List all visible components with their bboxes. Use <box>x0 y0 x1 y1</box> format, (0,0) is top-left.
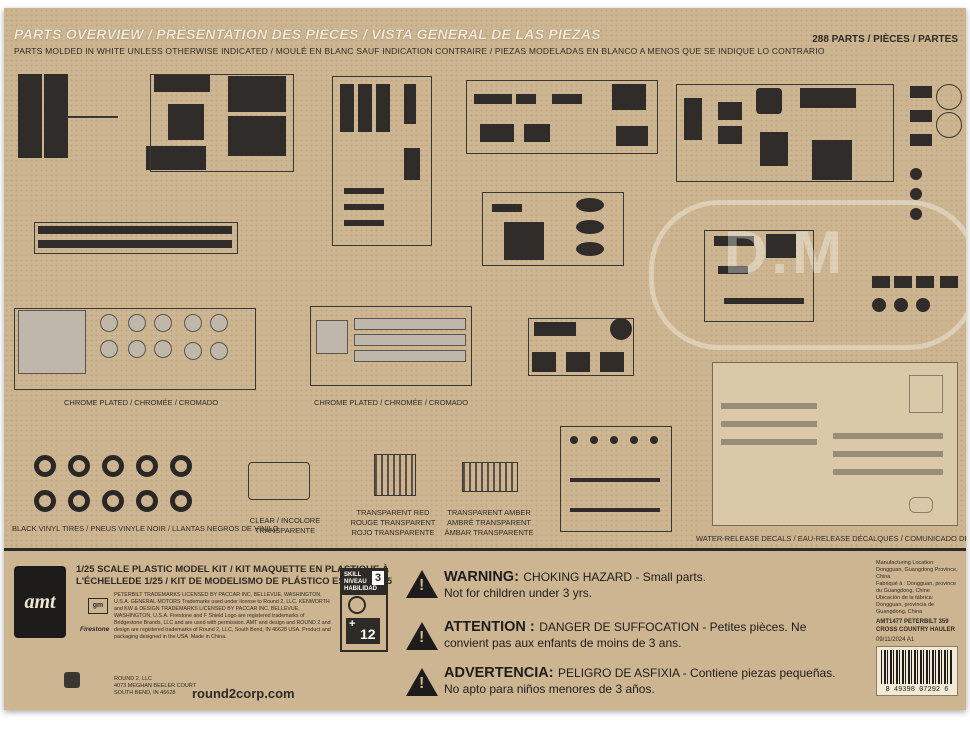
caption-tires: BLACK VINYL TIRES / PNEUS VINYLE NOIR / … <box>12 524 279 533</box>
age-number: 12 <box>360 626 376 642</box>
kit-info-panel <box>4 548 966 710</box>
caption-chrome-2: CHROME PLATED / CHROMÉE / CROMADO <box>314 398 469 407</box>
warning-en-head: WARNING: <box>444 569 519 585</box>
warning-es-head: ADVERTENCIA: <box>444 665 554 681</box>
watermark-text: D.M <box>724 219 846 286</box>
warning-en-text: CHOKING HAZARD - Small parts. <box>523 570 707 584</box>
warning-en-line2: Not for children under 3 yrs. <box>444 586 593 600</box>
round2-logo <box>64 672 80 688</box>
print-date: 09/11/2024 A1 <box>876 637 915 643</box>
attention-triangle-icon <box>406 622 438 650</box>
caption-decals: WATER-RELEASE DECALS / EAU-RELEASE DÉCAL… <box>696 534 966 543</box>
parts-count: 288 PARTS / PIÈCES / PARTES <box>812 34 958 45</box>
kit-title-line2: L'ÉCHELLEDE 1/25 / KIT DE MODELISMO DE P… <box>76 576 392 587</box>
parts-molded-subtitle: PARTS MOLDED IN WHITE UNLESS OTHERWISE I… <box>14 46 825 56</box>
amt-logo: amt <box>14 566 66 638</box>
warning-fr: ATTENTION : DANGER DE SUFFOCATION - Peti… <box>444 618 884 650</box>
kit-title: 1/25 SCALE PLASTIC MODEL KIT / KIT MAQUE… <box>76 564 392 588</box>
firestone-logo: Firestone <box>80 626 110 633</box>
barcode-number: 8 49398 07292 6 <box>885 686 949 694</box>
advertencia-triangle-icon <box>406 668 438 696</box>
barcode: 8 49398 07292 6 <box>876 646 958 696</box>
skill-number: 3 <box>372 571 384 585</box>
warning-es: ADVERTENCIA: PELIGRO DE ASFIXIA - Contie… <box>444 664 884 696</box>
decal-sheet <box>712 362 958 526</box>
warning-es-line2: No apto para niños menores de 3 años. <box>444 682 655 696</box>
caption-clear: CLEAR / INCOLORE TRANSPARENTE <box>249 516 321 535</box>
warning-fr-line2: convient pas aux enfants de moins de 3 a… <box>444 636 682 650</box>
warning-en: WARNING: CHOKING HAZARD - Small parts. N… <box>444 568 884 600</box>
skill-level-badge: SKILL NIVEAU HABILIDAD 3 + 12 <box>340 568 388 652</box>
round2-url: round2corp.com <box>192 686 295 701</box>
caption-chrome-1: CHROME PLATED / CHROMÉE / CROMADO <box>64 398 219 407</box>
gm-badge: gm <box>88 598 108 614</box>
barcode-bars <box>881 650 953 684</box>
product-code: AMT1477 PETERBILT 359 CROSS COUNTRY HAUL… <box>876 619 956 633</box>
warning-es-text: PELIGRO DE ASFIXIA - Contiene piezas peq… <box>558 666 836 680</box>
company-address: ROUND 2, LLC 4073 MEGHAN BEELER COURT SO… <box>114 676 197 696</box>
watermark-ring <box>649 200 966 350</box>
warning-triangle-icon <box>406 570 438 598</box>
no-under-3-icon <box>348 596 366 614</box>
kit-title-line1: 1/25 SCALE PLASTIC MODEL KIT / KIT MAQUE… <box>76 564 389 575</box>
warning-fr-head: ATTENTION : <box>444 619 535 635</box>
model-kit-box: PARTS OVERVIEW / PRÉSENTATION DES PIÈCES… <box>4 8 966 710</box>
manufacturing-location: Manufacturing Location: Dongguan, Guangd… <box>876 560 958 615</box>
warning-fr-text: DANGER DE SUFFOCATION - Petites pièces. … <box>539 620 807 634</box>
age-plus: + <box>349 618 356 630</box>
caption-transparent-red: TRANSPARENT RED ROUGE TRANSPARENT ROJO T… <box>350 508 436 537</box>
age-badge: + 12 <box>346 618 380 644</box>
parts-overview-title: PARTS OVERVIEW / PRÉSENTATION DES PIÈCES… <box>14 26 601 42</box>
caption-transparent-amber: TRANSPARENT AMBER AMBRÉ TRANSPARENT ÁMBA… <box>444 508 534 537</box>
trademark-legal: PETERBILT TRADEMARKS LICENSED BY PACCAR … <box>114 592 331 640</box>
